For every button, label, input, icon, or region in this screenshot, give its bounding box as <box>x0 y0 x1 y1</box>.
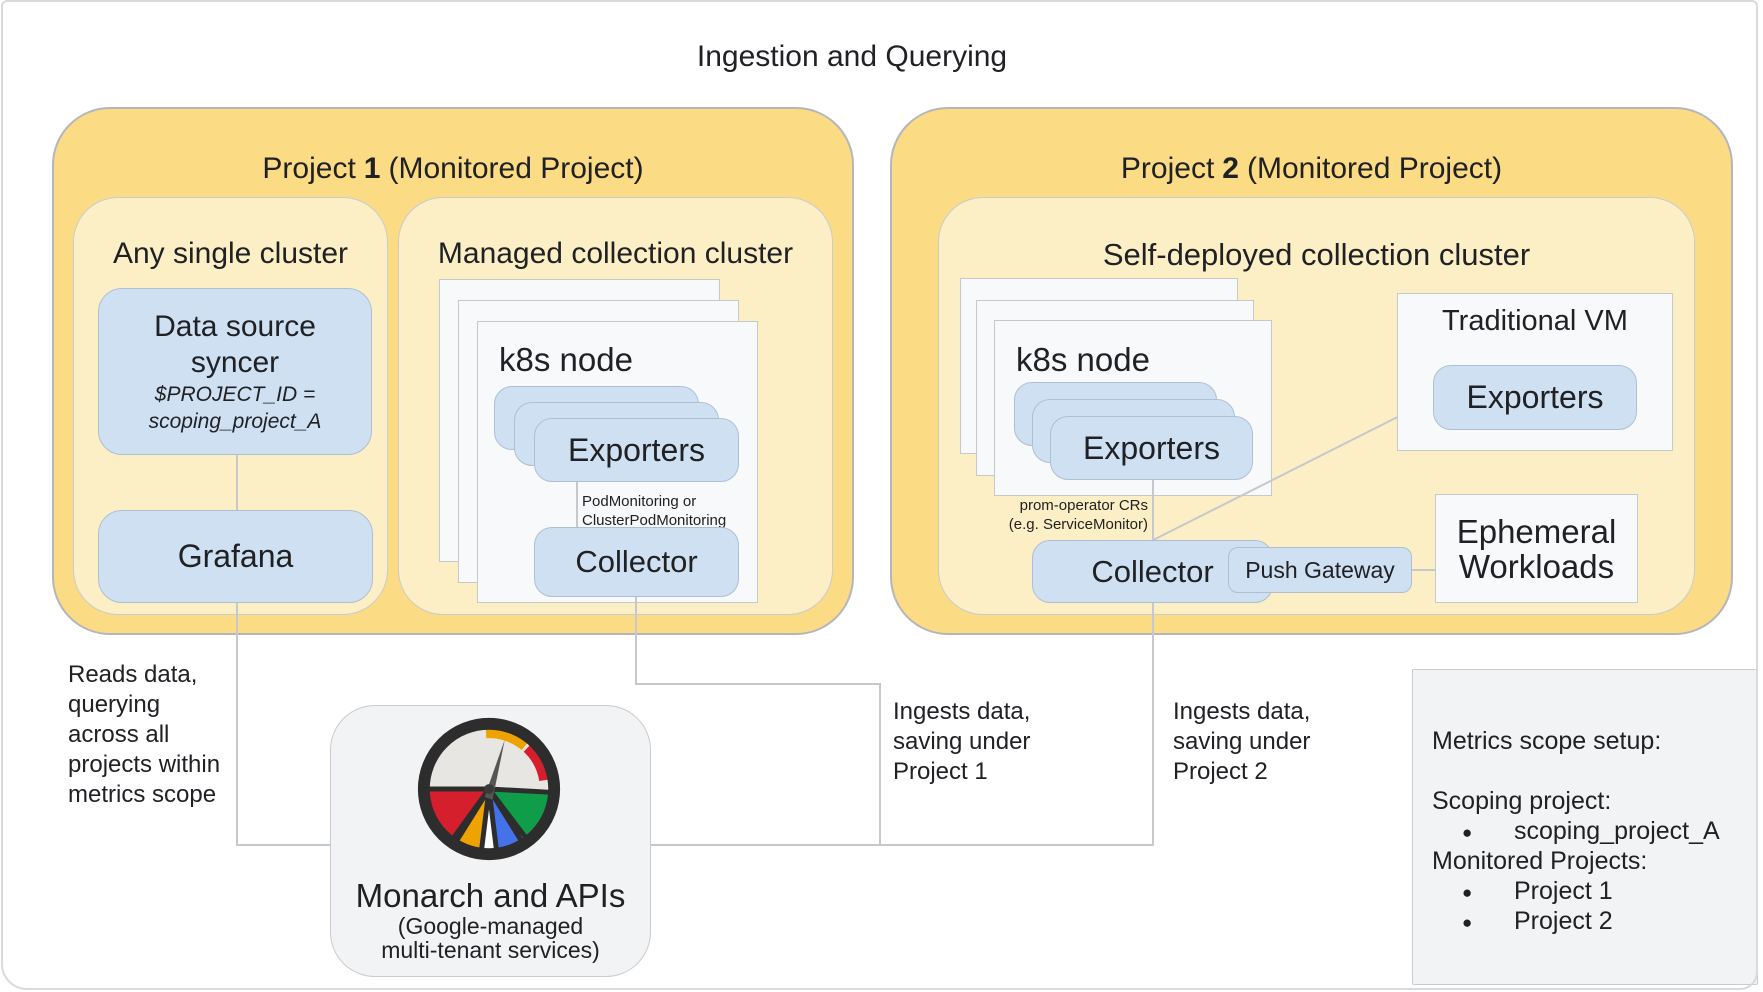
connector-grafana-down <box>236 603 238 845</box>
ingest-project2-line1: Ingests data, <box>1173 698 1311 725</box>
project-2-header-suffix: (Monitored Project) <box>1246 152 1503 185</box>
ingest-project1-line2: saving under <box>893 728 1031 755</box>
data-source-syncer-value: scoping_project_A <box>148 409 322 433</box>
push-gateway-box: Push Gateway <box>1228 547 1412 593</box>
connector-pushgateway-ephemeral <box>1412 569 1435 571</box>
metrics-scope-box <box>1412 669 1758 985</box>
metrics-scope-monitored-item2: ● Project 2 <box>1432 906 1752 936</box>
metrics-scope-scoping-item: ● scoping_project_A <box>1432 816 1752 846</box>
connector-collector1-down2 <box>879 683 881 846</box>
monarch-subtitle-line1: (Google-managed <box>397 913 584 939</box>
pod-monitoring-note-line2: ClusterPodMonitoring <box>582 512 727 529</box>
connector-bus-left <box>236 844 332 846</box>
reads-data-line5: metrics scope <box>68 781 217 808</box>
metrics-scope-monitored-value1: Project 1 <box>1514 877 1613 905</box>
ephemeral-workloads-line2: Workloads <box>1458 547 1615 585</box>
reads-data-line2: querying <box>68 691 161 718</box>
self-deployed-cluster-label: Self-deployed collection cluster <box>1102 237 1531 272</box>
ingest-project2-annotation: Ingests data, saving under Project 2 <box>1173 697 1363 787</box>
project-1-header-number: 1 <box>363 152 381 185</box>
pod-monitoring-note: PodMonitoring or ClusterPodMonitoring <box>582 492 762 530</box>
connector-exporters-collector-p2 <box>1152 480 1154 540</box>
ingest-project1-line1: Ingests data, <box>893 698 1031 725</box>
collector-box-p1: Collector <box>534 527 739 597</box>
metrics-scope-content: Metrics scope setup: Scoping project: ● s… <box>1432 726 1752 936</box>
project-2-header-prefix: Project <box>1120 152 1215 185</box>
ephemeral-workloads-line1: Ephemeral <box>1456 512 1617 550</box>
ingest-project1-line3: Project 1 <box>893 758 988 785</box>
prom-operator-note: prom-operator CRs (e.g. ServiceMonitor) <box>950 496 1148 534</box>
traditional-vm-label: Traditional VM <box>1442 305 1628 337</box>
data-source-syncer-line2: syncer <box>190 345 280 379</box>
connector-collector1-horizontal <box>635 683 881 685</box>
metrics-scope-title: Metrics scope setup: <box>1432 727 1662 755</box>
metrics-scope-scoping-label: Scoping project: <box>1432 787 1612 815</box>
bullet-icon: ● <box>1462 823 1473 842</box>
page-title: Ingestion and Querying <box>696 40 1008 73</box>
connector-collector1-down <box>635 597 637 685</box>
project-1-header-prefix: Project <box>262 152 356 185</box>
project-1-header-suffix: (Monitored Project) <box>388 152 644 185</box>
k8s-node-label-p2: k8s node <box>1016 341 1150 378</box>
bullet-icon: ● <box>1462 883 1473 902</box>
connector-syncer-grafana <box>236 455 238 510</box>
project-2-header-number: 2 <box>1222 152 1239 185</box>
data-source-syncer-box: Data source syncer $PROJECT_ID = scoping… <box>98 288 372 455</box>
reads-data-line1: Reads data, <box>68 661 198 688</box>
metrics-scope-monitored-label: Monitored Projects: <box>1432 847 1648 875</box>
k8s-node-label-p1: k8s node <box>499 341 633 378</box>
connector-collector2-down <box>1152 603 1154 846</box>
pod-monitoring-note-line1: PodMonitoring or <box>582 493 697 510</box>
ingest-project2-line2: saving under <box>1173 728 1311 755</box>
reads-data-line3: across all <box>68 721 170 748</box>
connector-exporters-collector-p1 <box>576 480 578 527</box>
monarch-gauge-logo-icon <box>417 717 561 861</box>
grafana-box: Grafana <box>98 510 373 603</box>
metrics-scope-monitored-value2: Project 2 <box>1514 907 1613 935</box>
monarch-subtitle-line2: multi-tenant services) <box>381 937 600 963</box>
exporters-box-vm: Exporters <box>1433 365 1637 430</box>
exporters-box-p2: Exporters <box>1050 416 1253 480</box>
reads-data-annotation: Reads data, querying across all projects… <box>68 660 298 810</box>
data-source-syncer-var: $PROJECT_ID = <box>154 382 316 406</box>
ingest-project2-line3: Project 2 <box>1173 758 1268 785</box>
connector-bus-right <box>649 844 1154 846</box>
ingest-project1-annotation: Ingests data, saving under Project 1 <box>893 697 1083 787</box>
metrics-scope-spacer <box>1432 756 1752 786</box>
exporters-box-p1: Exporters <box>534 418 739 482</box>
prom-operator-note-line2: (e.g. ServiceMonitor) <box>1008 516 1148 533</box>
prom-operator-note-line1: prom-operator CRs <box>1019 497 1148 514</box>
any-single-cluster-label: Any single cluster <box>112 237 349 270</box>
bullet-icon: ● <box>1462 913 1473 932</box>
reads-data-line4: projects within <box>68 751 221 778</box>
monarch-title: Monarch and APIs <box>355 877 626 914</box>
data-source-syncer-line1: Data source <box>154 309 316 343</box>
managed-cluster-label: Managed collection cluster <box>437 237 794 270</box>
metrics-scope-monitored-item1: ● Project 1 <box>1432 876 1752 906</box>
metrics-scope-scoping-value: scoping_project_A <box>1514 817 1720 845</box>
ephemeral-workloads-box: Ephemeral Workloads <box>1435 494 1638 603</box>
